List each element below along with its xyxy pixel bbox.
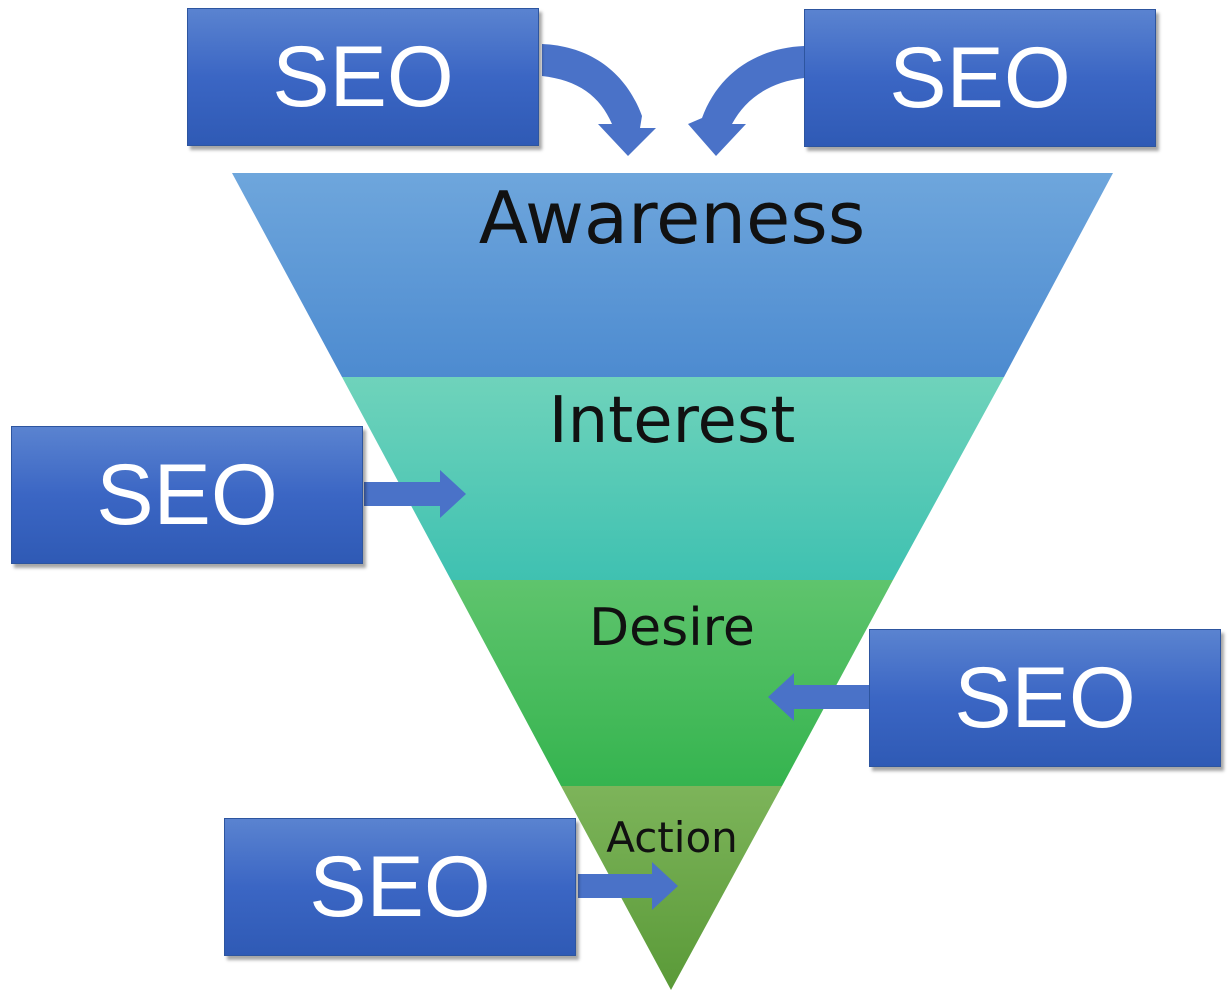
seo-box-bottom-left: SEO xyxy=(224,818,576,956)
funnel-stage-awareness xyxy=(232,173,1113,377)
label-interest: Interest xyxy=(548,384,796,458)
seo-box-middle-left: SEO xyxy=(11,426,363,564)
funnel-stage-desire xyxy=(451,580,893,786)
curved-arrow-left xyxy=(542,44,656,156)
arrow-to-interest xyxy=(364,470,466,518)
curved-arrow-right xyxy=(688,46,804,156)
arrow-to-action xyxy=(578,862,678,910)
seo-box-top-left: SEO xyxy=(187,8,539,146)
arrow-to-desire xyxy=(768,673,870,721)
seo-box-top-right: SEO xyxy=(804,9,1156,147)
label-action: Action xyxy=(606,813,738,862)
label-awareness: Awareness xyxy=(478,176,866,260)
label-desire: Desire xyxy=(589,598,755,658)
funnel-stage-interest xyxy=(342,377,1004,580)
seo-box-middle-right: SEO xyxy=(869,629,1221,767)
